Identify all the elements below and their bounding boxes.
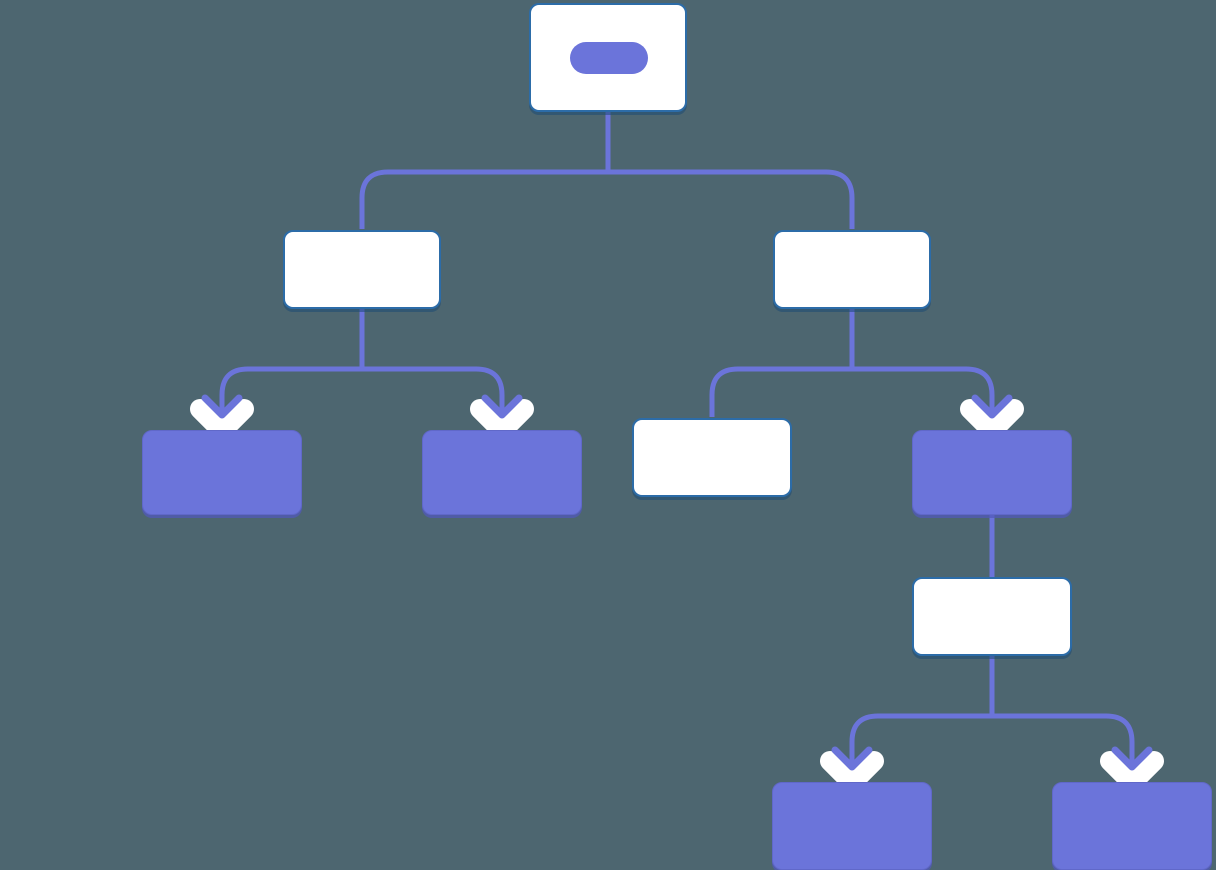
edge-e-r1-r1a <box>709 366 852 417</box>
edge-e-r2-r2b <box>992 713 1135 781</box>
edge-e-r1-r1b <box>852 366 995 429</box>
diagram-node-l1a[interactable] <box>142 430 302 515</box>
arrowhead-outline <box>1110 761 1154 783</box>
edge-e-l1-l1a <box>219 366 362 429</box>
arrowhead-outline <box>480 409 524 431</box>
diagram-node-r1[interactable] <box>773 230 931 309</box>
arrowhead-outline <box>830 761 874 783</box>
diagram-node-r1b[interactable] <box>912 430 1072 515</box>
arrowhead-fill <box>835 750 869 767</box>
node-through-lines <box>359 73 995 648</box>
diagram-node-r2a[interactable] <box>772 782 932 870</box>
diagram-node-r2b[interactable] <box>1052 782 1212 870</box>
edge-e-l1-l1b <box>362 366 505 429</box>
diagram-node-l1[interactable] <box>283 230 441 309</box>
arrowhead-fill <box>1115 750 1149 767</box>
diagram-node-l1b[interactable] <box>422 430 582 515</box>
edge-e-root-r1 <box>608 169 855 229</box>
edge-e-root-l1 <box>359 169 608 229</box>
diagram-node-r2[interactable] <box>912 577 1072 656</box>
arrowhead-fill <box>975 398 1009 415</box>
arrowhead-outline <box>200 409 244 431</box>
diagram-node-r1a[interactable] <box>632 418 792 497</box>
node-pill-badge <box>570 42 648 74</box>
edge-e-r2-r2a <box>849 713 992 781</box>
arrowhead-fill <box>485 398 519 415</box>
arrowhead-fill <box>205 398 239 415</box>
arrowhead-outline <box>970 409 1014 431</box>
